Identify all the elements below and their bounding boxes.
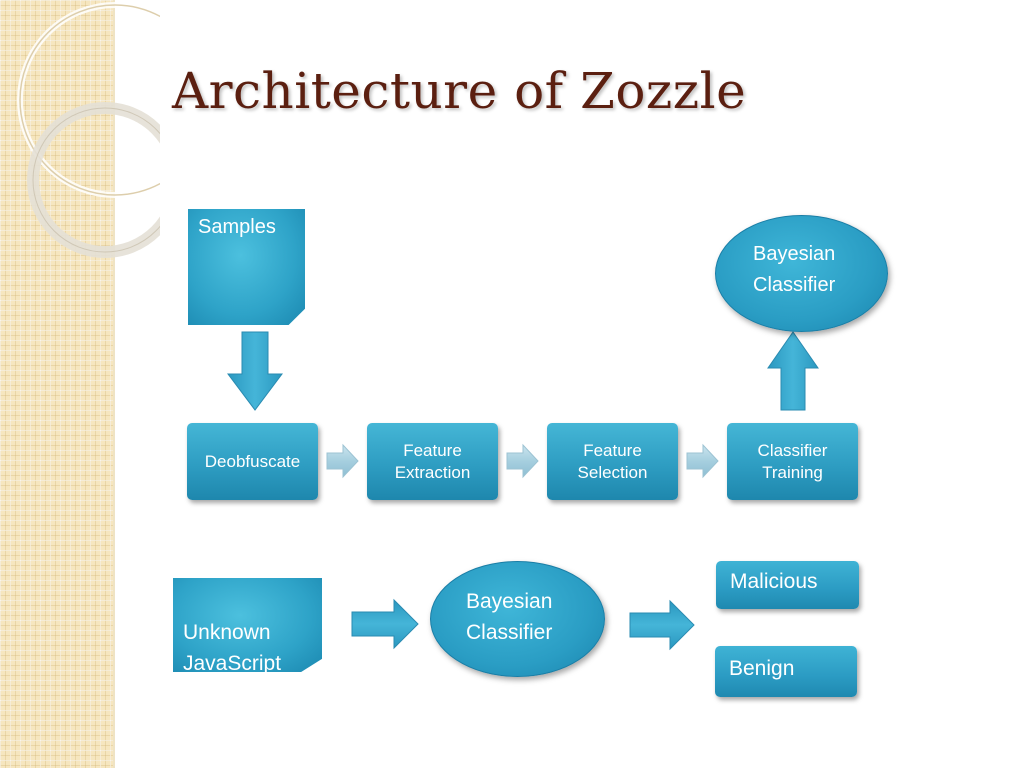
outcome-benign: Benign (715, 646, 857, 697)
outcome-benign-label: Benign (729, 657, 795, 680)
step-deobfuscate: Deobfuscate (187, 423, 318, 500)
bayesian-classifier: Bayesian Classifier (430, 561, 605, 677)
step-feature-extraction-label: Feature Extraction (394, 440, 471, 482)
step-feature-extraction: Feature Extraction (367, 423, 498, 500)
right-arrow-2 (629, 599, 695, 651)
samples-label: Samples (198, 216, 276, 238)
outcome-malicious: Malicious (716, 561, 859, 609)
step-feature-selection: Feature Selection (547, 423, 678, 500)
step-deobfuscate-label: Deobfuscate (204, 451, 301, 471)
step-feature-selection-label: Feature Selection (577, 440, 648, 482)
small-arrow-2 (506, 443, 539, 479)
decorative-rings (17, 2, 160, 258)
bayesian-classifier-output-label: Bayesian Classifier (753, 243, 836, 296)
small-arrow-3 (686, 443, 719, 479)
unknown-javascript-label: Unknown JavaScript (183, 621, 282, 675)
step-classifier-training-label: Classifier Training (757, 440, 828, 482)
bayesian-classifier-label: Bayesian Classifier (466, 590, 553, 644)
small-arrow-1 (326, 443, 359, 479)
step-classifier-training: Classifier Training (727, 423, 858, 500)
right-arrow-1 (351, 598, 419, 650)
outcome-malicious-label: Malicious (730, 570, 818, 593)
slide-title: Architecture of Zozzle (172, 62, 747, 120)
down-arrow (227, 331, 283, 411)
bayesian-classifier-output: Bayesian Classifier (715, 215, 888, 332)
samples-box: Samples (188, 209, 305, 325)
up-arrow (767, 331, 819, 411)
unknown-javascript-box: Unknown JavaScript (173, 578, 322, 672)
